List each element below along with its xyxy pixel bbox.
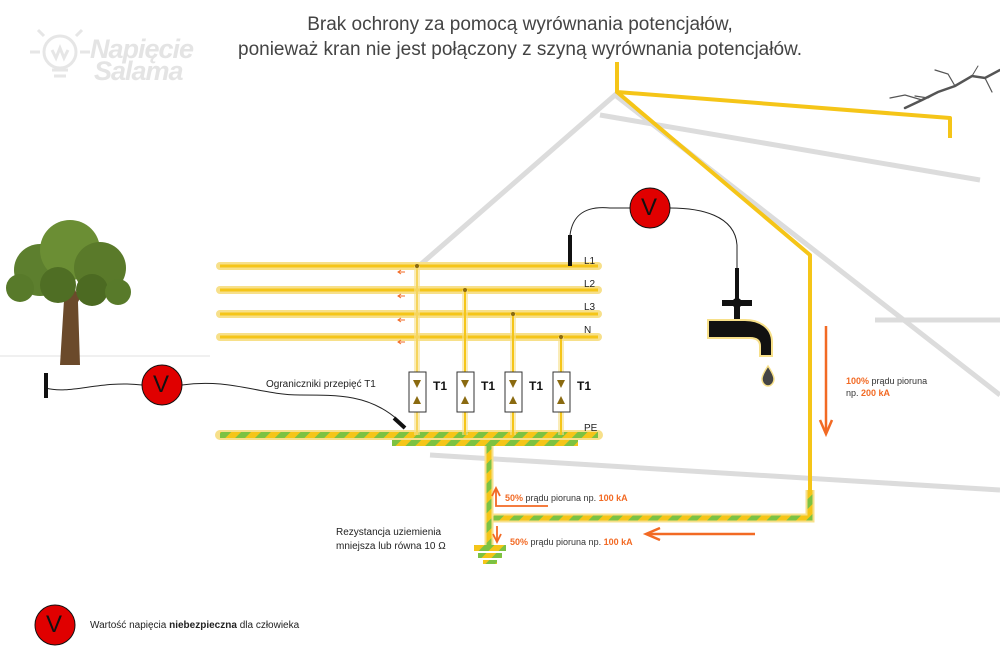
current-down-value: 100 kA: [603, 537, 633, 547]
label-l3: L3: [584, 302, 596, 313]
arrow-up: [491, 485, 548, 507]
current-up-value: 100 kA: [598, 493, 628, 503]
arrester-4: [552, 335, 571, 435]
tree-icon: [6, 220, 131, 365]
legend-voltmeter-icon: [34, 604, 76, 646]
arresters-label: Ograniczniki przepięć T1: [266, 379, 376, 390]
bus-arrows: [397, 269, 405, 345]
earthing-label-1: Rezystancja uziemienia: [336, 527, 442, 538]
logo-line-2: Salama: [94, 56, 184, 86]
pe-probe: [392, 416, 407, 430]
voltmeter-top-wires: [569, 207, 738, 270]
current-main-value: 200 kA: [861, 388, 891, 398]
arrester-3-type: T1: [529, 379, 544, 393]
current-up-pct: 50%: [505, 493, 524, 503]
title-line-2: ponieważ kran nie jest połączony z szyną…: [238, 39, 802, 60]
current-main-value-line: np. 200 kA: [846, 388, 890, 398]
legend-pre: Wartość napięcia: [90, 620, 170, 631]
current-down-pct: 50%: [510, 537, 529, 547]
voltmeter-left-wires: [45, 382, 399, 421]
bus-pe: [215, 430, 603, 446]
voltmeter-top-icon: [629, 187, 671, 229]
arrester-2: [456, 288, 475, 435]
surge-arresters: [408, 264, 571, 435]
current-down-text: prądu pioruna np.: [528, 537, 604, 547]
current-up-text: prądu pioruna np.: [523, 493, 599, 503]
title-line-1: Brak ochrony za pomocą wyrównania potenc…: [307, 14, 733, 35]
earth-electrode-icon: [474, 545, 506, 564]
arrester-1: [408, 264, 427, 435]
voltmeter-left-symbol: V: [153, 371, 170, 398]
logo-line-1: Napięcie: [90, 34, 194, 64]
label-n: N: [584, 325, 592, 336]
label-l2: L2: [584, 279, 596, 290]
label-pe: PE: [584, 423, 598, 434]
current-main-prefix: np.: [846, 388, 862, 398]
water-tap-icon: [707, 298, 775, 387]
page-title: Brak ochrony za pomocą wyrównania potenc…: [180, 12, 860, 62]
arrester-2-type: T1: [481, 379, 496, 393]
arrow-left: [642, 526, 755, 542]
legend-text: Wartość napięcia niebezpieczna dla człow…: [90, 620, 299, 631]
current-main-text: prądu pioruna: [869, 376, 928, 386]
lightning-conductor: [615, 62, 952, 500]
legend-post: dla człowieka: [236, 620, 300, 631]
voltmeter-top-symbol: V: [641, 194, 658, 221]
label-l1: L1: [584, 256, 596, 267]
legend-bold: niebezpieczna: [169, 620, 237, 631]
power-buses: [216, 262, 602, 341]
house-outline: [418, 91, 1000, 493]
logo: Napięcie Salama: [30, 26, 210, 90]
arrester-1-type: T1: [433, 379, 448, 393]
earthing-label-2: mniejsza lub równa 10 Ω: [336, 541, 446, 552]
logo-icon: [30, 28, 90, 78]
current-up-label: 50% prądu pioruna np. 100 kA: [505, 493, 628, 503]
legend-voltmeter-symbol: V: [46, 611, 63, 638]
arrester-3: [504, 312, 523, 435]
current-down-label: 50% prądu pioruna np. 100 kA: [510, 537, 633, 547]
lightning-icon: [889, 65, 1000, 110]
arrow-main-down: [818, 326, 834, 438]
current-main-pct: 100%: [846, 376, 870, 386]
current-main-label: 100% prądu pioruna: [846, 376, 927, 386]
earth-conductor: [484, 435, 815, 548]
current-arrows: [491, 326, 834, 545]
voltmeter-left-icon: [141, 364, 183, 406]
arrester-4-type: T1: [577, 379, 592, 393]
arrow-down: [492, 526, 502, 545]
